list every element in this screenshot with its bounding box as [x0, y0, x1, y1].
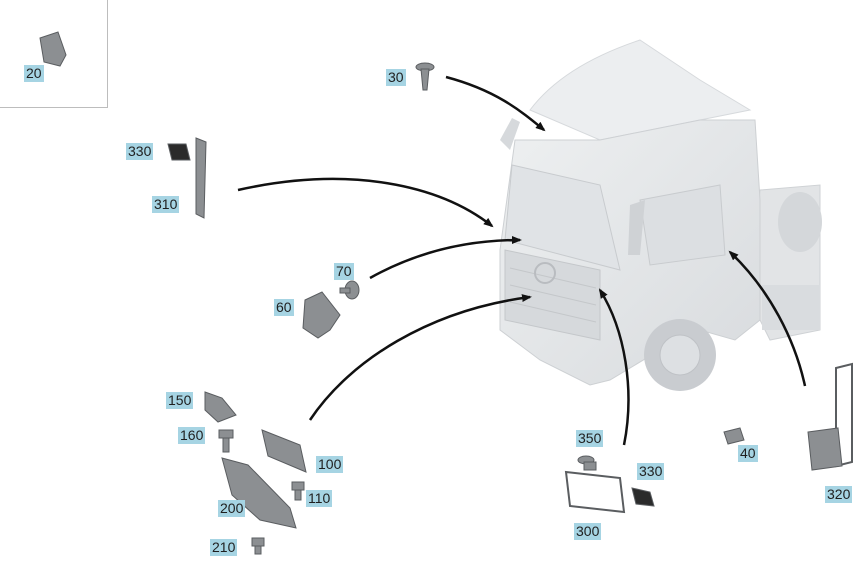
callout-30[interactable]: 30 — [386, 69, 406, 86]
arrow-100 — [308, 294, 532, 421]
callout-310[interactable]: 310 — [152, 196, 180, 213]
callout-60[interactable]: 60 — [274, 299, 294, 316]
truck-cab-illustration — [499, 39, 822, 391]
part-icons — [39, 31, 853, 555]
part-320-icon — [807, 362, 853, 471]
arrow-310 — [237, 177, 494, 228]
callout-210[interactable]: 210 — [210, 539, 238, 556]
arrow-320 — [728, 250, 807, 387]
callout-350[interactable]: 350 — [576, 430, 604, 447]
part-350-icon — [577, 455, 597, 471]
callout-320[interactable]: 320 — [825, 486, 853, 503]
part-330-lower-icon — [631, 487, 655, 507]
callout-100[interactable]: 100 — [316, 456, 344, 473]
leader-arrows — [237, 75, 807, 446]
callout-110[interactable]: 110 — [306, 490, 333, 507]
callout-330-upper[interactable]: 330 — [126, 143, 154, 160]
callout-300[interactable]: 300 — [574, 523, 602, 540]
arrow-70 — [369, 236, 522, 280]
callout-150[interactable]: 150 — [166, 392, 194, 409]
part-200-icon — [221, 457, 297, 529]
part-160-icon — [218, 429, 234, 453]
callout-40[interactable]: 40 — [738, 445, 758, 462]
part-110-icon — [291, 481, 305, 501]
callout-20[interactable]: 20 — [24, 65, 44, 82]
part-30-icon — [415, 62, 435, 91]
part-70-icon — [339, 280, 360, 300]
part-20-icon — [39, 31, 67, 67]
callout-160[interactable]: 160 — [178, 427, 206, 444]
part-100-icon — [261, 429, 307, 473]
callout-70[interactable]: 70 — [334, 263, 354, 280]
part-40-icon — [723, 427, 745, 445]
callout-200[interactable]: 200 — [218, 500, 246, 517]
arrow-300 — [598, 288, 630, 446]
callout-330-lower[interactable]: 330 — [637, 463, 665, 480]
arrow-30 — [445, 75, 546, 132]
part-150-icon — [204, 391, 237, 423]
part-330-upper-icon — [167, 143, 191, 161]
part-210-icon — [251, 537, 265, 555]
part-310-icon — [195, 137, 207, 219]
part-60-icon — [302, 291, 341, 339]
part-300-icon — [564, 470, 626, 514]
